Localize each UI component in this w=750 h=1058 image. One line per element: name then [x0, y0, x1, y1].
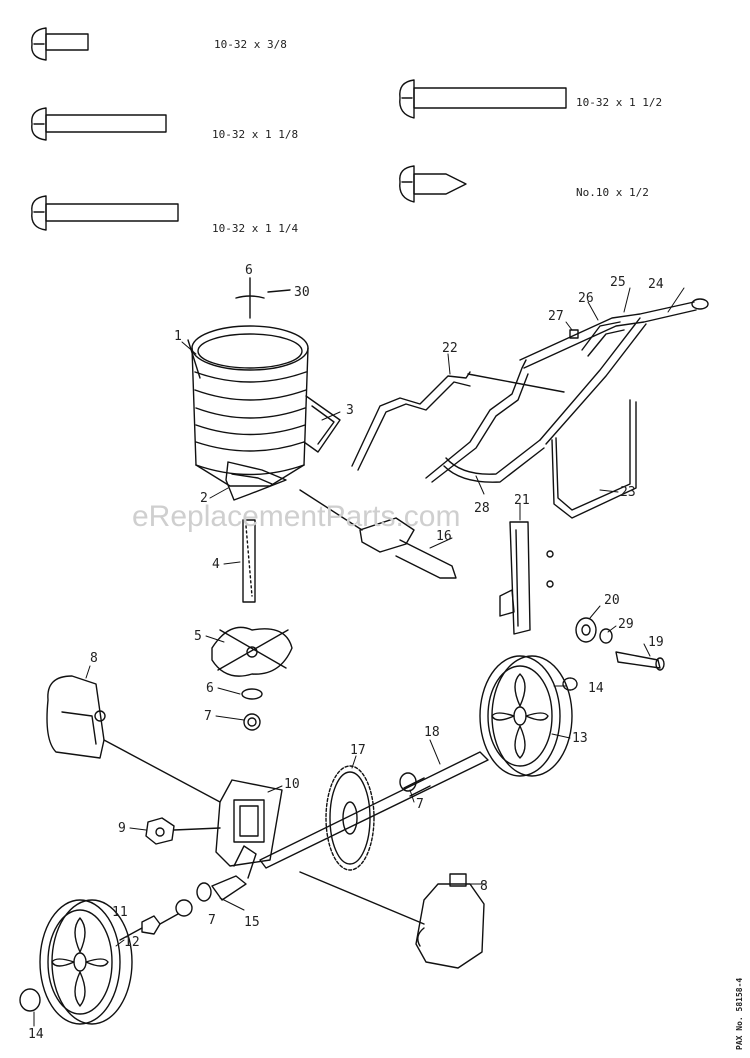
part-19-bolt	[615, 651, 665, 671]
part-11-cap-nut	[141, 913, 179, 935]
watermark: eReplacementParts.com	[132, 500, 460, 533]
screw-spec-labels: 10-32 x 3/8 10-32 x 1 1/8 10-32 x 1 1/4 …	[212, 38, 662, 235]
label-22: 22	[442, 341, 458, 356]
label-24: 24	[648, 277, 664, 292]
label-28: 28	[474, 501, 490, 516]
label-8-right: 8	[480, 879, 488, 894]
label-25: 25	[610, 275, 626, 290]
part-18-axle	[259, 751, 489, 869]
leader-lines	[33, 287, 685, 1027]
part-10-gear-box	[215, 779, 283, 879]
label-16: 16	[436, 529, 452, 544]
part-22-handle-brace	[351, 359, 565, 483]
screw-10-32x3-8-icon	[31, 27, 89, 61]
spec-10-32x1-1-4: 10-32 x 1 1/4	[212, 222, 298, 235]
label-27: 27	[548, 309, 564, 324]
part-7-bushing-c	[175, 899, 193, 917]
part-14-hubcap-right	[562, 677, 578, 691]
part-1-hopper	[187, 325, 309, 487]
part-21-frame-leg	[499, 521, 554, 635]
part-16-flow-gate	[299, 489, 457, 579]
part-14-hubcap-left	[19, 988, 41, 1012]
label-7-c: 7	[208, 913, 216, 928]
label-7-b: 7	[416, 797, 424, 812]
part-7-bushing-b	[399, 772, 417, 792]
part-15-bushing	[196, 875, 247, 902]
part-2-bottom-plate	[225, 461, 287, 501]
label-17: 17	[350, 743, 366, 758]
part-number-labels: 6 30 1 3 2 4 5 8 6 7 10 9 17 18 7 8 11 7…	[28, 263, 664, 1042]
screw-10-32x1-1-8-icon	[31, 107, 167, 141]
label-6: 6	[206, 681, 214, 696]
part-13-wheel-right	[479, 655, 573, 777]
label-8-left: 8	[90, 651, 98, 666]
part-27-nut	[569, 329, 579, 339]
part-28-u-brace	[443, 439, 545, 483]
part-29-washer	[599, 628, 613, 644]
part-30-cord	[235, 277, 291, 319]
label-7-a: 7	[204, 709, 212, 724]
label-14-right: 14	[588, 681, 604, 696]
part-20-spacer	[575, 617, 597, 643]
part-12-wheel-left	[39, 899, 143, 1025]
part-4-agitator-shaft	[242, 519, 256, 603]
label-13: 13	[572, 731, 588, 746]
label-6-top: 6	[245, 263, 253, 278]
label-30: 30	[294, 285, 310, 300]
part-9-pinion	[145, 817, 221, 845]
spec-10-32x1-1-8: 10-32 x 1 1/8	[212, 128, 298, 141]
spec-10-32x3-8: 10-32 x 3/8	[214, 38, 287, 51]
part-6-washer	[241, 688, 263, 700]
label-21: 21	[514, 493, 530, 508]
label-29: 29	[618, 617, 634, 632]
label-26: 26	[578, 291, 594, 306]
part-23-stand	[551, 399, 637, 519]
label-12: 12	[124, 935, 140, 950]
part-8-gear-cover-right	[299, 871, 485, 969]
label-15: 15	[244, 915, 260, 930]
screw-10-32x1-1-2-icon	[399, 79, 567, 119]
part-26-bracket	[581, 321, 625, 357]
spec-10-32x1-1-2: 10-32 x 1 1/2	[576, 96, 662, 109]
label-3: 3	[346, 403, 354, 418]
corner-code: PAX No. 58158-4	[735, 978, 744, 1050]
wood-screw-no10x1-2-icon	[399, 165, 467, 203]
part-3-bracket	[303, 395, 341, 453]
label-20: 20	[604, 593, 620, 608]
label-5: 5	[194, 629, 202, 644]
label-18: 18	[424, 725, 440, 740]
label-2: 2	[200, 491, 208, 506]
label-1: 1	[174, 329, 182, 344]
label-23: 23	[620, 485, 636, 500]
label-11: 11	[112, 905, 128, 920]
label-4: 4	[212, 557, 220, 572]
label-19: 19	[648, 635, 664, 650]
part-8-gear-cover-left	[46, 675, 221, 803]
part-24-handle	[519, 298, 709, 445]
screw-10-32x1-1-4-icon	[31, 195, 179, 231]
part-7-bushing-a	[243, 713, 261, 731]
part-5-agitator	[211, 626, 293, 677]
part-17-drive-gear	[325, 765, 375, 871]
spec-no10x1-2: No.10 x 1/2	[576, 186, 649, 199]
label-14-left: 14	[28, 1027, 44, 1042]
label-9: 9	[118, 821, 126, 836]
label-10: 10	[284, 777, 300, 792]
